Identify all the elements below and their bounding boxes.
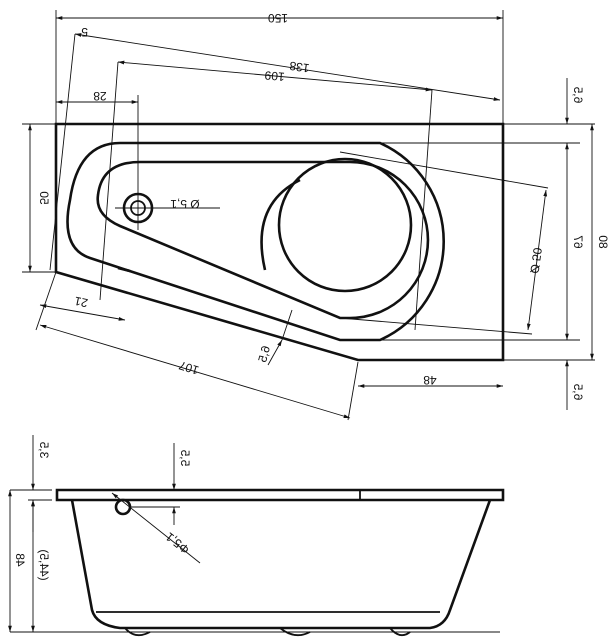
tub-outline	[54, 122, 505, 362]
tub-rim-inner	[66, 141, 445, 342]
dim-rim-thickness: 3,5	[37, 441, 51, 458]
dim-right-rim-top: 6,5	[571, 86, 585, 103]
dim-overall-width: 80	[596, 235, 610, 249]
dim-inner-depth: (44,5)	[37, 549, 51, 580]
seat-circle	[277, 157, 413, 293]
dim-right-flat: 48	[423, 373, 437, 387]
side-view: Φ5,1 3,5 48 (44,5) 5,5	[8, 435, 505, 637]
dim-rim-offset: 5	[81, 25, 88, 39]
dim-overflow-depth: 5,5	[178, 449, 192, 466]
dim-basin-diameter: Ø 50	[527, 246, 545, 274]
dim-inner-diagonal: 109	[264, 68, 285, 84]
dim-overall-length: 150	[268, 11, 288, 25]
dim-front-length: 107	[177, 358, 201, 377]
dim-inner-width: 67	[571, 235, 585, 249]
dim-drain-offset: 28	[93, 89, 107, 103]
dim-diagonal-length: 138	[288, 59, 310, 76]
dim-right-rim-bottom: 6,5	[571, 383, 585, 400]
seat-edge	[260, 178, 301, 271]
tub-rim-side	[55, 488, 505, 502]
tub-body-side	[70, 499, 492, 630]
dim-overflow-diameter: Φ5,1	[163, 529, 193, 556]
tub-basin	[96, 160, 430, 320]
dim-short-offset: 21	[73, 294, 89, 311]
top-view: 150 138 5 109 28 50 Ø 5,1 6,5 67 80 6,5 …	[22, 10, 610, 421]
dim-drain-diameter: Ø 5,1	[170, 197, 200, 211]
dim-left-width: 50	[37, 191, 51, 205]
dim-total-height: 48	[13, 553, 27, 567]
dim-front-rim: 6,5	[255, 344, 273, 364]
